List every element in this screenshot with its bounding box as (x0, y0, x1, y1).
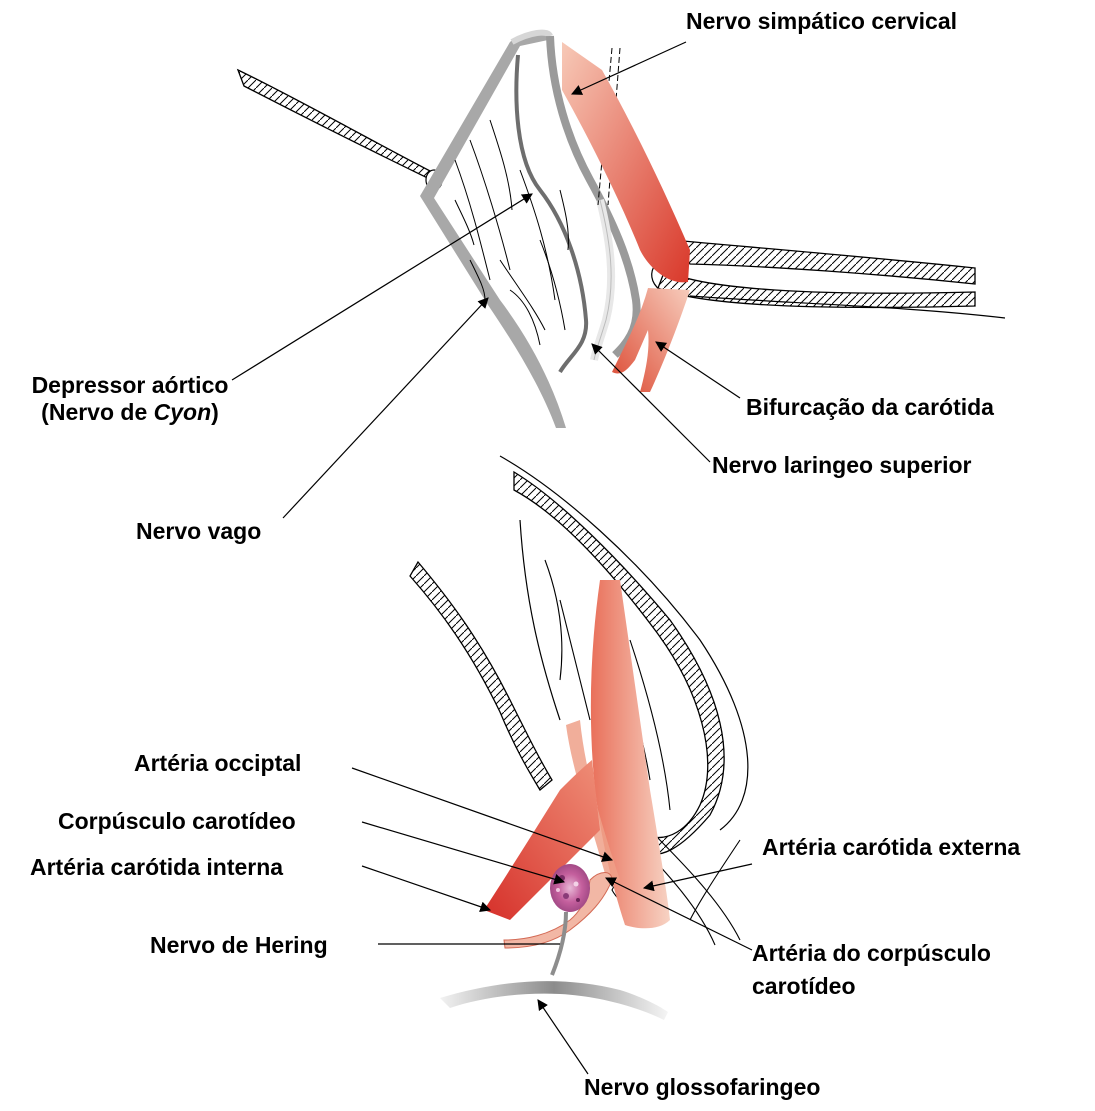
fascia-lines-top (455, 120, 568, 345)
leader-bifurcacao (656, 342, 740, 398)
label-arteria-carotida-externa: Artéria carótida externa (762, 834, 1020, 861)
label-arteria-do-corpusculo: Artéria do corpúsculo carotídeo (752, 940, 991, 1000)
muscle-band-right-upper (672, 240, 975, 284)
label-arteria-do-corpusculo-line2: carotídeo (752, 973, 991, 1000)
leader-interna (362, 866, 490, 910)
label-corpusculo-carotideo: Corpúsculo carotídeo (58, 808, 296, 835)
label-depressor-aortico-line2: (Nervo de Cyon) (12, 399, 248, 426)
label-nervo-de-hering: Nervo de Hering (150, 932, 328, 959)
label-arteria-occiptal: Artéria occiptal (134, 750, 301, 777)
glossopharyngeal-nerve (440, 981, 668, 1020)
bottom-figure (410, 456, 748, 1020)
label-nervo-simpatico-cervical: Nervo simpático cervical (686, 8, 957, 35)
muscle-band-bottom-left (410, 562, 552, 790)
label-nervo-glossofaringeo: Nervo glossofaringeo (584, 1074, 820, 1101)
label-arteria-do-corpusculo-line1: Artéria do corpúsculo (752, 940, 991, 967)
leader-lines (232, 42, 752, 1074)
label-nervo-vago: Nervo vago (136, 518, 261, 545)
vagus-trunk (420, 32, 566, 428)
label-depressor-aortico: Depressor aórtico (Nervo de Cyon) (12, 372, 248, 426)
label-bifurcacao-carotida: Bifurcação da carótida (746, 394, 994, 421)
carotid-body (550, 864, 590, 912)
muscle-band-upper-left (238, 70, 440, 184)
label-nervo-laringeo-superior: Nervo laringeo superior (712, 452, 971, 479)
label-arteria-carotida-interna: Artéria carótida interna (30, 854, 283, 881)
top-figure (238, 32, 1005, 428)
leader-glossofaringeo (538, 1000, 588, 1074)
leader-nervo-vago (283, 298, 488, 518)
label-depressor-aortico-line1: Depressor aórtico (12, 372, 248, 399)
